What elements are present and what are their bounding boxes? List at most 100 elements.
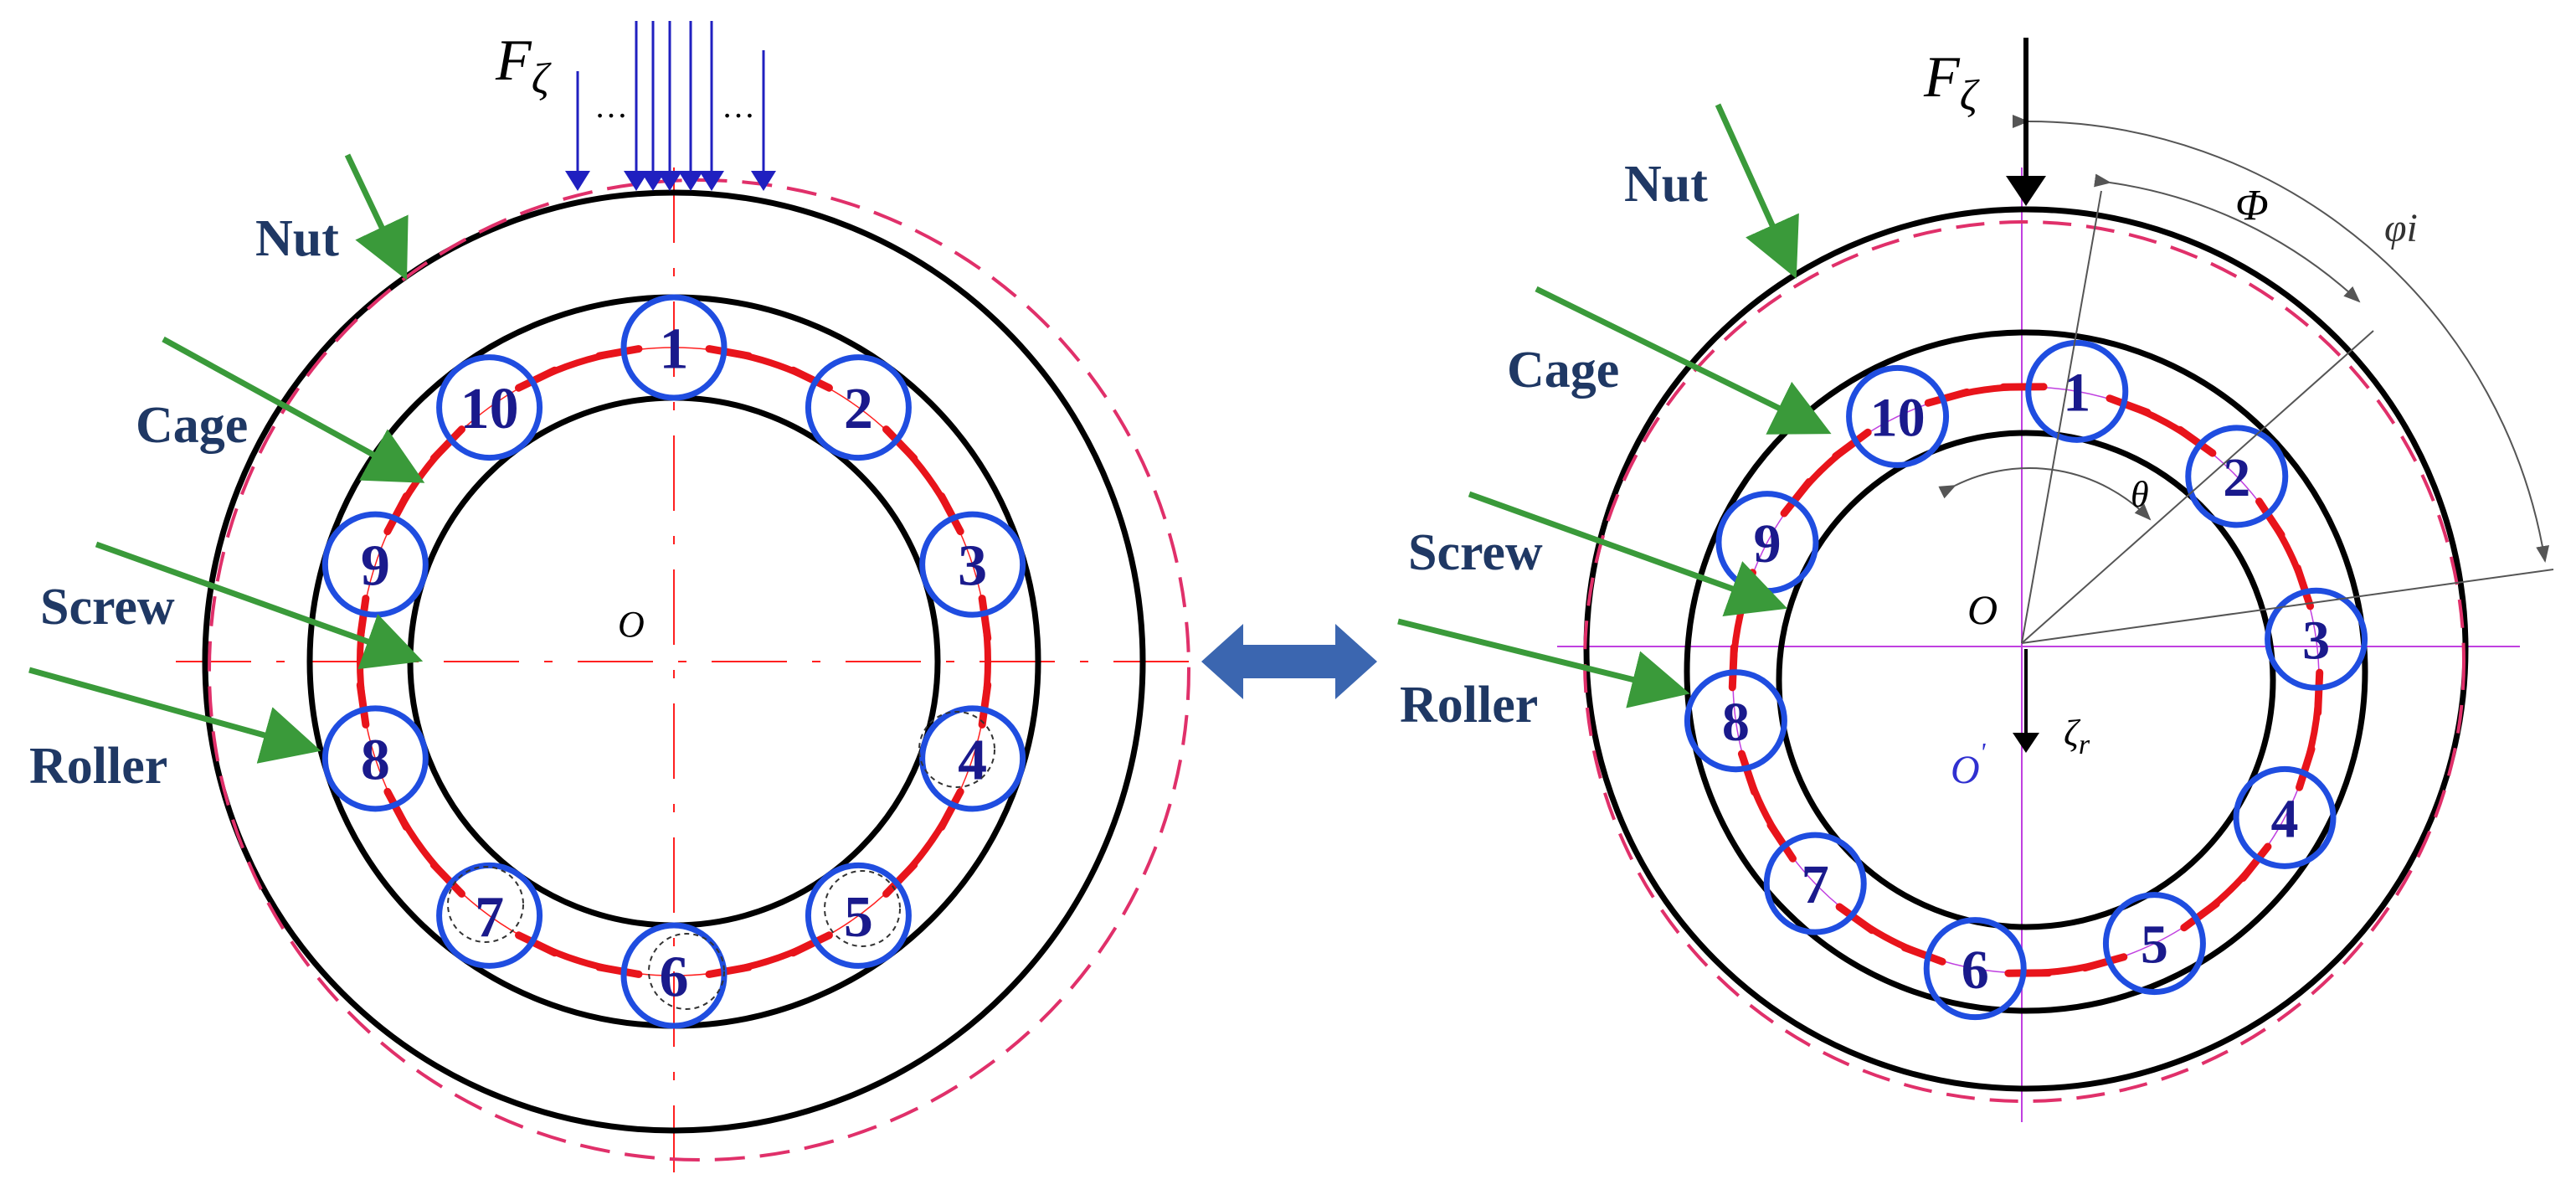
cage-pocket-tick bbox=[515, 366, 559, 392]
left-nut-outer-ring bbox=[202, 189, 1146, 1134]
roller-circle bbox=[2102, 892, 2206, 996]
roller-circle bbox=[436, 862, 543, 969]
right-nut-label: Nut bbox=[1624, 156, 1708, 213]
left-nut-arrow bbox=[344, 153, 409, 281]
roller-circle bbox=[436, 354, 543, 461]
roller-circle bbox=[805, 862, 912, 969]
roller-circle bbox=[321, 705, 429, 812]
left-ghost-roller-5 bbox=[824, 870, 901, 947]
roller-circle bbox=[919, 511, 1026, 618]
roller-2: 2 bbox=[2185, 425, 2289, 528]
roller-number: 8 bbox=[361, 728, 390, 792]
roller-number: 4 bbox=[2271, 788, 2299, 849]
left-origin-label: O bbox=[618, 604, 645, 645]
roller-6: 6 bbox=[1923, 917, 2027, 1021]
left-cage-label: Cage bbox=[136, 397, 248, 454]
roller-1: 1 bbox=[620, 294, 728, 401]
cage-pocket-tick bbox=[595, 345, 643, 360]
cage-pocket-tick bbox=[595, 963, 643, 978]
roller-10: 10 bbox=[1846, 364, 1950, 468]
cage-pocket-tick bbox=[383, 787, 410, 832]
right-origin-label: O bbox=[1967, 586, 1998, 633]
roller-circle bbox=[2265, 587, 2368, 691]
cage-pocket-tick bbox=[383, 492, 410, 536]
cage-pocket-tick bbox=[1900, 943, 1946, 966]
roller-6: 6 bbox=[620, 922, 728, 1029]
right-roller-label: Roller bbox=[1400, 677, 1538, 734]
cage-pocket-tick bbox=[978, 595, 992, 642]
double-arrow-icon bbox=[1201, 624, 1377, 699]
roller-4: 4 bbox=[919, 705, 1026, 812]
roller-number: 10 bbox=[460, 377, 519, 441]
phi-i-label: φi bbox=[2384, 206, 2418, 250]
cage-pocket-tick bbox=[1835, 903, 1876, 935]
cage-pocket-tick bbox=[2314, 668, 2324, 717]
right-roller-arrow bbox=[1397, 618, 1690, 708]
cage-pocket-tick bbox=[2081, 953, 2128, 972]
roller-circle bbox=[919, 705, 1026, 812]
roller-10: 10 bbox=[436, 354, 543, 461]
roller-number: 3 bbox=[958, 534, 987, 599]
cage-pocket-tick bbox=[2239, 842, 2272, 883]
right-screw-arrow bbox=[1468, 491, 1788, 616]
cage-pocket-tick bbox=[1832, 428, 1872, 461]
cage-pocket-tick bbox=[938, 787, 964, 832]
left-screw-arrow bbox=[95, 541, 424, 670]
left-distributed-force bbox=[565, 21, 776, 191]
cage-bridge-tick bbox=[1971, 384, 1999, 395]
ray-roller-3 bbox=[2021, 569, 2554, 644]
cage-bridge-tick bbox=[2053, 965, 2081, 976]
roller-number: 2 bbox=[844, 377, 873, 441]
roller-3: 3 bbox=[919, 511, 1026, 618]
roller-number: 4 bbox=[958, 728, 987, 792]
roller-8: 8 bbox=[1684, 669, 1787, 773]
cage-bridge-tick bbox=[757, 356, 785, 370]
roller-circle bbox=[1923, 917, 2027, 1021]
roller-7: 7 bbox=[1763, 832, 1867, 935]
left-nut-label: Nut bbox=[255, 210, 339, 267]
cage-pocket-tick bbox=[789, 366, 833, 392]
cage-pocket-tick bbox=[1728, 643, 1738, 692]
left-ghost-roller-4 bbox=[918, 711, 995, 788]
cage-bridge-tick bbox=[757, 953, 785, 967]
left-dashed-circle bbox=[208, 178, 1190, 1162]
cage-pocket-tick bbox=[2106, 394, 2152, 417]
roller-number: 7 bbox=[1802, 854, 1829, 915]
cage-pocket-tick bbox=[882, 425, 918, 462]
cage-pocket-tick bbox=[356, 681, 370, 729]
cage-pocket-tick bbox=[2296, 744, 2316, 791]
cage-pocket-tick bbox=[978, 681, 992, 729]
zeta-r-label: ζr bbox=[2064, 713, 2090, 760]
left-screw-label: Screw bbox=[40, 579, 175, 636]
roller-number: 8 bbox=[1722, 692, 1750, 753]
roller-number: 6 bbox=[1962, 940, 1989, 1001]
roller-number: 9 bbox=[361, 534, 390, 599]
phi-angle-arc bbox=[2094, 173, 2361, 303]
left-cage-arrow bbox=[162, 336, 425, 483]
cage-bridge-tick bbox=[2150, 412, 2178, 430]
roller-8: 8 bbox=[321, 705, 429, 812]
cage-pocket-tick bbox=[2180, 899, 2220, 932]
cage-pocket-tick bbox=[429, 425, 466, 462]
left-roller-label: Roller bbox=[29, 738, 167, 795]
roller-number: 3 bbox=[2302, 610, 2330, 671]
roller-number: 9 bbox=[1753, 513, 1781, 574]
roller-number: 2 bbox=[2223, 447, 2250, 508]
cage-bridge-tick bbox=[1810, 457, 1834, 481]
roller-circle bbox=[1846, 364, 1950, 468]
cage-pocket-tick bbox=[1737, 749, 1759, 796]
roller-number: 5 bbox=[2141, 914, 2168, 976]
roller-number: 10 bbox=[1870, 388, 1926, 449]
left-roller-arrow bbox=[28, 667, 321, 764]
roller-9: 9 bbox=[1715, 491, 1819, 595]
cage-pocket-tick bbox=[1780, 477, 1813, 518]
left-ghost-roller-6 bbox=[648, 933, 725, 1010]
cage-bridge-tick bbox=[2280, 538, 2298, 565]
right-screw-label: Screw bbox=[1408, 524, 1543, 581]
roller-1: 1 bbox=[2025, 339, 2129, 443]
left-dots-1: … bbox=[594, 87, 628, 125]
phi-big-label: Φ bbox=[2235, 182, 2269, 229]
left-dots-2: … bbox=[722, 87, 755, 125]
